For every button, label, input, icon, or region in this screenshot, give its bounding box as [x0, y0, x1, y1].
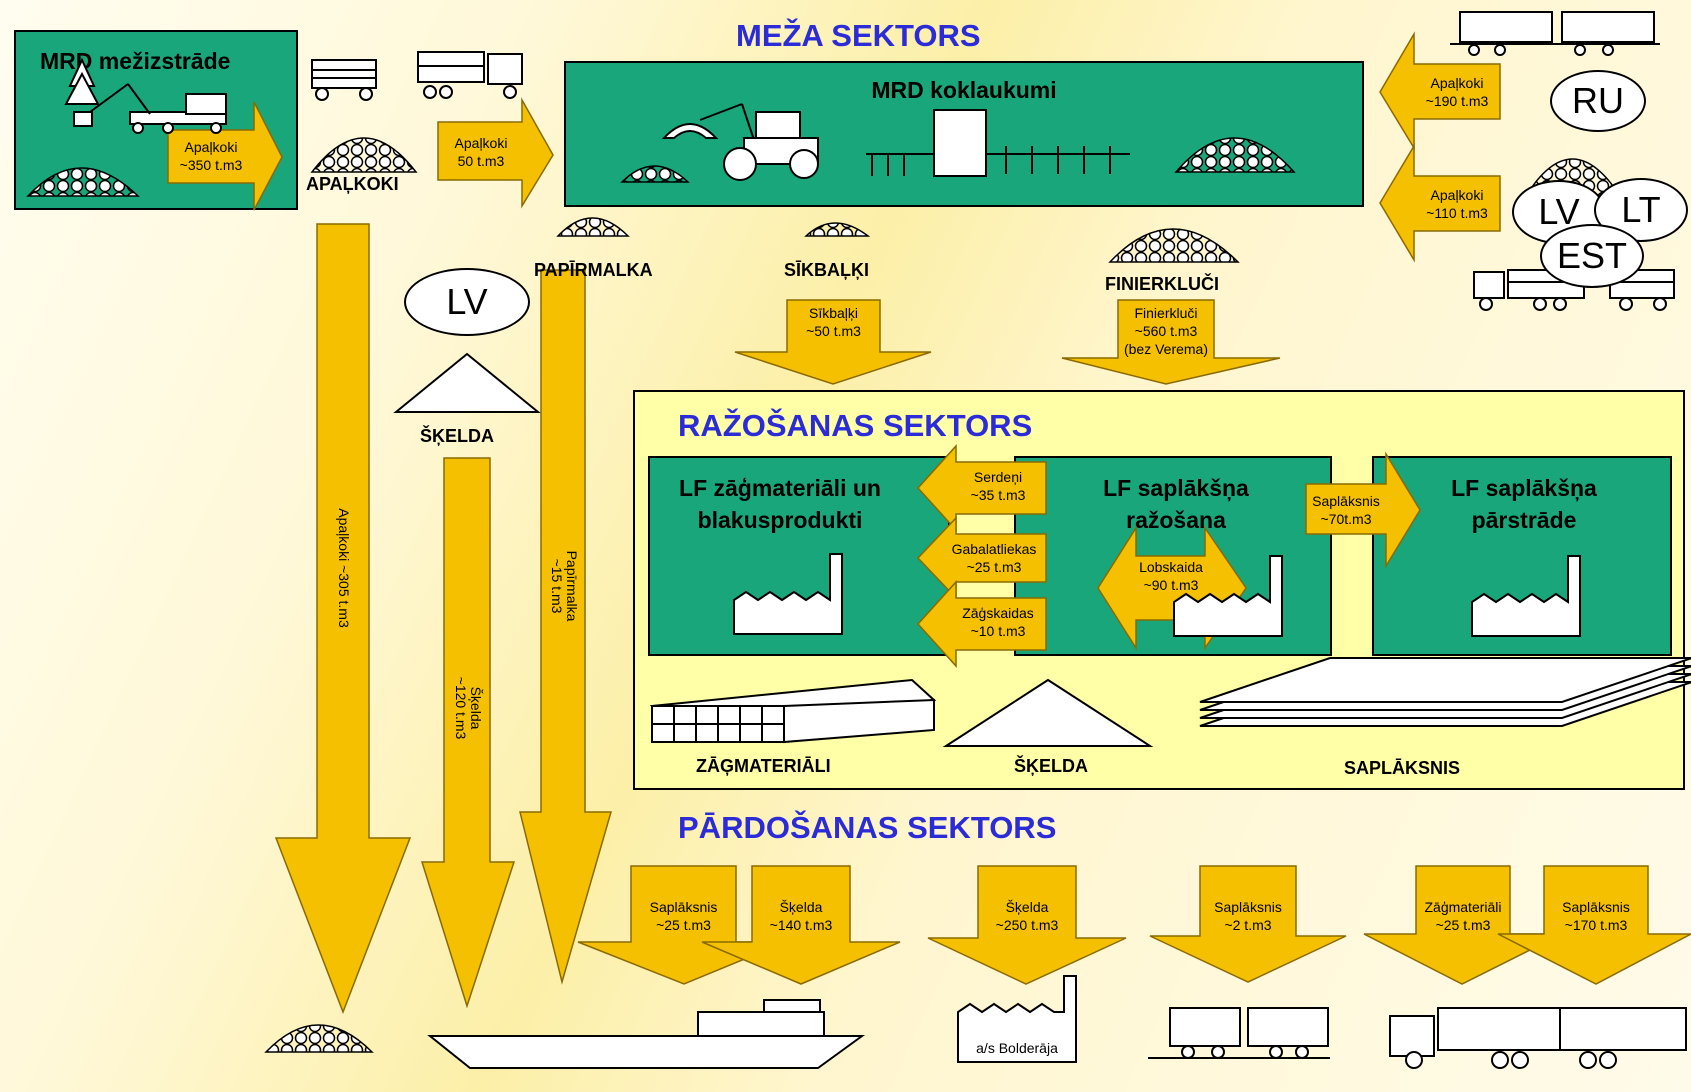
arrow-apalkoki-190	[1379, 31, 1501, 151]
truck-bottom-icon	[1389, 1007, 1687, 1069]
rail-wagons-bottom-icon	[1148, 1007, 1330, 1059]
label-skelda-top: ŠĶELDA	[420, 426, 495, 446]
forest-sector-title: MEŽA SEKTORS	[736, 18, 981, 53]
arrow-serdeni	[916, 444, 1047, 532]
arrow-label-a10: Lobskaida~90 t.m3	[1139, 559, 1203, 593]
oval-lv-top: LV	[404, 268, 530, 336]
arrow-apalkoki-50	[437, 97, 554, 209]
arrow-apalkoki-350	[167, 101, 283, 211]
arrow-label-a9: Zāģskaidas~10 t.m3	[962, 605, 1034, 639]
arrow-skelda-120	[420, 457, 516, 1009]
arrow-sales-5	[1363, 865, 1563, 985]
processing-title: LF saplākšņa pārstrāde	[1451, 475, 1597, 533]
arrow-papirmalka-15	[519, 269, 612, 985]
arrow-label-v1: Apaļkoki ~305 t.m3	[336, 508, 352, 628]
label-saplaksnis: SAPLĀKSNIS	[1344, 758, 1461, 778]
arrow-label-v3: Papīrmalka~15 t.m3	[549, 550, 580, 622]
arrow-sikbalki	[734, 299, 932, 385]
plywood-sheets-icon	[1199, 657, 1691, 727]
oval-est: EST	[1540, 224, 1644, 288]
log-piles	[26, 137, 1622, 1053]
arrow-label-s1: Saplāksnis~25 t.m3	[649, 899, 718, 933]
log-trucks-top-icon	[311, 51, 523, 101]
label-skelda-mid: ŠĶELDA	[1014, 756, 1089, 776]
production-sector-title: RAŽOŠANAS SEKTORS	[678, 408, 1033, 443]
logging-title: MRD mežizstrāde	[40, 48, 231, 74]
arrow-label-a7: Serdeņi~35 t.m3	[970, 469, 1026, 503]
label-apalkoki: APAĻKOKI	[306, 174, 399, 194]
loader-icon	[661, 103, 819, 181]
rail-wagons-top-icon	[1450, 11, 1660, 56]
label-papirmalka: PAPĪRMALKA	[534, 260, 653, 280]
arrow-label-a5: Sīkbaļķi~50 t.m3	[806, 305, 861, 339]
conveyor-icon	[866, 109, 1130, 177]
arrow-finierkluci	[1061, 299, 1281, 385]
sawn-box: LF zāģmateriāli un blakusprodukti	[648, 456, 950, 656]
arrow-label-s3: Šķelda~250 t.m3	[995, 899, 1059, 933]
arrow-label-a8: Gabalatliekas~25 t.m3	[951, 541, 1037, 575]
arrow-sales-6	[1497, 865, 1691, 985]
arrow-label-a3: Apaļkoki~190 t.m3	[1425, 75, 1489, 109]
arrow-apalkoki-110	[1379, 143, 1501, 263]
storage-box: MRD koklaukumi	[564, 61, 1364, 207]
arrow-label-a6: Finierkluči~560 t.m3(bez Verema)	[1123, 305, 1209, 357]
skelda-pile-mid	[942, 678, 1154, 747]
arrow-label-s4: Saplāksnis~2 t.m3	[1214, 899, 1282, 933]
label-bolderaja: a/s Bolderāja	[976, 1040, 1058, 1056]
arrow-sales-4	[1149, 865, 1347, 983]
arrow-label-v2: Šķelda~120 t.m3	[453, 676, 484, 740]
ship-icon	[427, 999, 866, 1069]
arrow-label-s6: Saplāksnis~170 t.m3	[1562, 899, 1630, 933]
plywood-title: LF saplākšņa ražošana	[1103, 475, 1249, 533]
oval-ru: RU	[1550, 70, 1646, 132]
sales-sector-title: PĀRDOŠANAS SEKTORS	[678, 810, 1057, 845]
label-finierkluci: FINIERKLUČI	[1105, 274, 1219, 294]
arrow-label-a11: Saplāksnis~70t.m3	[1312, 493, 1380, 527]
arrow-sales-2	[701, 865, 901, 985]
arrow-label-a1: Apaļkoki~350 t.m3	[179, 139, 243, 173]
arrow-label-a4: Apaļkoki~110 t.m3	[1426, 187, 1488, 221]
arrow-label-s2: Šķelda~140 t.m3	[769, 899, 833, 933]
arrow-saplaksnis-70	[1305, 451, 1421, 569]
sawn-title: LF zāģmateriāli un blakusprodukti	[679, 475, 881, 533]
arrow-label-s5: Zāģmateriāli~25 t.m3	[1424, 899, 1502, 933]
factory-icons	[733, 553, 1581, 1063]
lumber-stack-icon	[649, 678, 937, 744]
storage-title: MRD koklaukumi	[871, 77, 1057, 103]
skelda-pile-top	[393, 352, 541, 413]
arrow-zagskaidas	[916, 580, 1047, 668]
label-sikbalki: SĪKBAĻĶI	[784, 260, 869, 280]
arrow-sales-3	[927, 865, 1127, 985]
arrow-gabalatliekas	[916, 516, 1047, 600]
arrow-apalkoki-305	[274, 223, 412, 1015]
logging-machine-icon	[64, 57, 227, 134]
label-zagmateriali: ZĀĢMATERIĀLI	[696, 756, 831, 776]
